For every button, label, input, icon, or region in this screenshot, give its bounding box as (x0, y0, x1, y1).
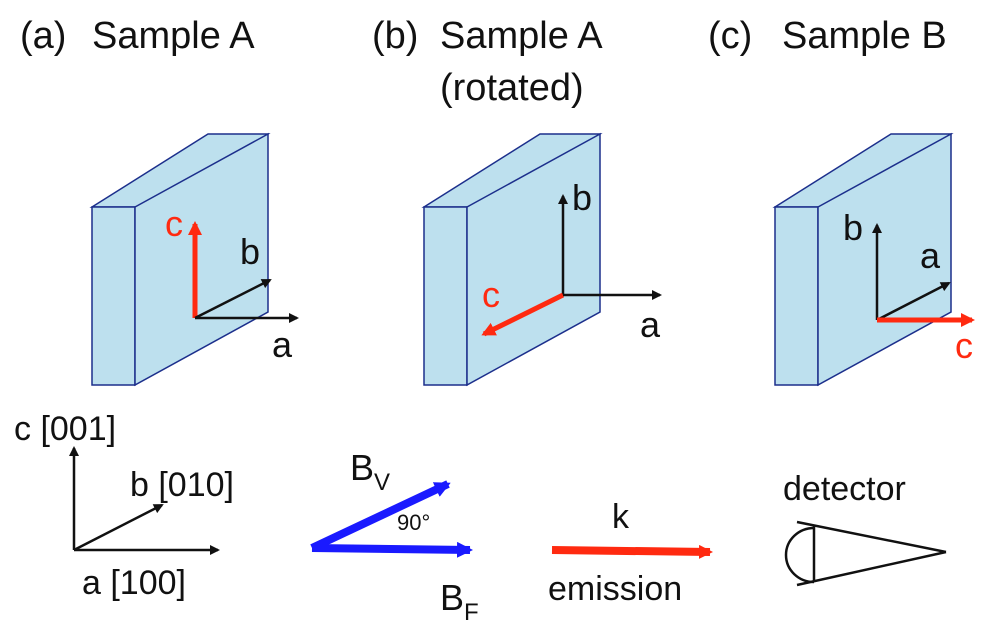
emission-label: emission (548, 570, 682, 608)
bv-label: BV (350, 447, 390, 496)
panel-a-b-arrow (194, 278, 272, 320)
slab-sample-a-rotated (421, 132, 603, 387)
k-label: k (612, 498, 630, 536)
bf-label: BF (440, 577, 479, 626)
panel-c-tag: (c) (708, 15, 752, 57)
bf-arrow (311, 541, 473, 558)
panel-a-a-label: a (272, 324, 293, 365)
crystal-b-label: b [010] (130, 466, 234, 504)
panel-b-c-arrow (481, 292, 565, 337)
panel-c-a-label: a (920, 235, 941, 276)
panel-c-c-label: c (955, 325, 973, 366)
detector-icon (784, 520, 947, 587)
panel-c-a-arrow (876, 281, 951, 322)
panel-c-b-label: b (843, 207, 863, 248)
emission-arrow (551, 544, 713, 559)
panel-b-b-label: b (572, 177, 592, 218)
crystal-a-label: a [100] (82, 564, 186, 602)
detector-label: detector (783, 470, 906, 508)
panel-a-tag: (a) (20, 15, 66, 57)
bv-arrow (310, 480, 451, 552)
panel-a-b-label: b (240, 231, 260, 272)
slab-sample-a (89, 132, 271, 387)
panel-b-title: Sample A (440, 15, 603, 57)
crystal-c-label: c [001] (14, 410, 116, 448)
panel-b-tag: (b) (372, 15, 418, 57)
angle-label: 90° (397, 510, 430, 535)
panel-c-title: Sample B (782, 15, 947, 57)
panel-a-c-label: c (165, 203, 183, 244)
panel-b-c-label: c (482, 274, 500, 315)
panel-b-a-label: a (640, 304, 661, 345)
crystal-b-arrow (73, 503, 164, 552)
panel-a-title: Sample A (92, 15, 255, 57)
panel-b-subtitle: (rotated) (440, 67, 584, 109)
